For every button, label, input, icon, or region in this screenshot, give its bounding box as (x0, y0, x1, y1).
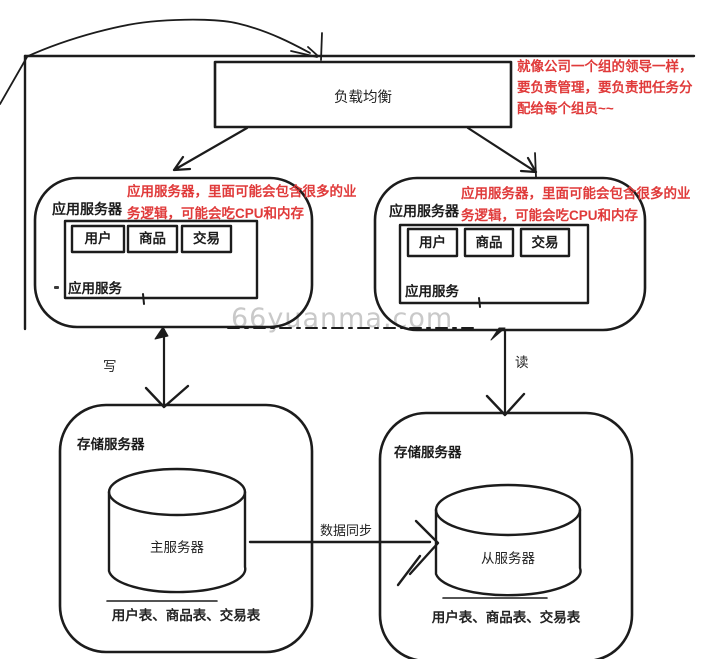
load-balancer-box (213, 60, 513, 129)
app-service-left-label: 应用服务 (68, 281, 122, 296)
app-server-left-note-line2: 务逻辑，可能会吃CPU和内存 (127, 206, 305, 221)
tables-list-right: 用户表、商品表、交易表 (431, 610, 581, 625)
slave-db-label: 从服务器 (481, 551, 535, 566)
load-balancer-label: 负载均衡 (334, 90, 392, 106)
arrow-read-top-head (490, 327, 506, 341)
module-label-left-trade: 交易 (193, 231, 220, 246)
app-left-inner-box (63, 219, 259, 300)
module-box-left-trade (180, 224, 233, 254)
sketch-curve-arrowhead (290, 46, 319, 58)
module-box-right-goods (463, 227, 515, 258)
app-server-right-note-line1: 应用服务器，里面可能会包含很多的业 (461, 186, 691, 201)
app-right-inner-box (398, 223, 590, 305)
right-app-tick-icon (534, 152, 537, 178)
leader-note: 就像公司一个组的领导一样， 要负责管理，要负责把任务分 配给每个组员~~ (517, 56, 693, 119)
app-server-right-title: 应用服务器 (389, 203, 459, 219)
leader-note-line1: 就像公司一个组的领导一样， (517, 59, 693, 74)
storage-server-right-title: 存储服务器 (394, 445, 462, 460)
module-label-left-goods: 商品 (139, 231, 166, 246)
app-server-left-title: 应用服务器 (52, 201, 122, 217)
module-box-left-goods (126, 224, 179, 254)
write-flow-label: 写 (103, 359, 117, 374)
arrow-lb-to-left-app (172, 126, 249, 172)
read-flow-label: 读 (515, 355, 529, 370)
storage-server-left-title: 存储服务器 (77, 437, 145, 452)
sketch-tick-icon (320, 32, 323, 61)
master-db-label: 主服务器 (150, 540, 204, 555)
module-label-right-goods: 商品 (475, 235, 503, 250)
app-server-left-note-line1: 应用服务器，里面可能会包含很多的业 (127, 184, 357, 199)
sync-flow-label: 数据同步 (320, 523, 373, 538)
inner-box-tick-right (478, 297, 481, 308)
arrow-lb-to-right-app (466, 126, 538, 174)
app-server-right-box (373, 176, 647, 332)
app-server-right-note-line2: 务逻辑，可能会吃CPU和内存 (461, 208, 639, 223)
module-label-right-trade: 交易 (531, 235, 559, 250)
storage-server-right-box (378, 411, 634, 659)
bullet-mark (54, 286, 59, 289)
slave-db-cylinder-icon (434, 483, 582, 597)
app-service-right-label: 应用服务 (405, 284, 459, 299)
module-box-right-user (406, 227, 459, 258)
arrow-write-top-head (154, 326, 169, 340)
master-db-cylinder-icon (107, 467, 247, 594)
module-box-left-user (70, 224, 126, 254)
leader-note-line3: 配给每个组员~~ (517, 101, 614, 116)
storage-server-left-box (58, 403, 314, 654)
app-server-left-box (33, 176, 314, 329)
sketch-hill-curve-arrow (25, 18, 311, 58)
module-label-right-user: 用户 (419, 235, 446, 250)
inner-box-tick-left (142, 293, 145, 305)
leader-note-line2: 要负责管理，要负责把任务分 (517, 80, 693, 95)
module-label-left-user: 用户 (84, 231, 112, 246)
sketch-diagonal-line (0, 56, 28, 105)
tables-list-left: 用户表、商品表、交易表 (111, 608, 261, 623)
module-box-right-trade (519, 227, 571, 258)
arrow-sync-head (396, 519, 440, 587)
